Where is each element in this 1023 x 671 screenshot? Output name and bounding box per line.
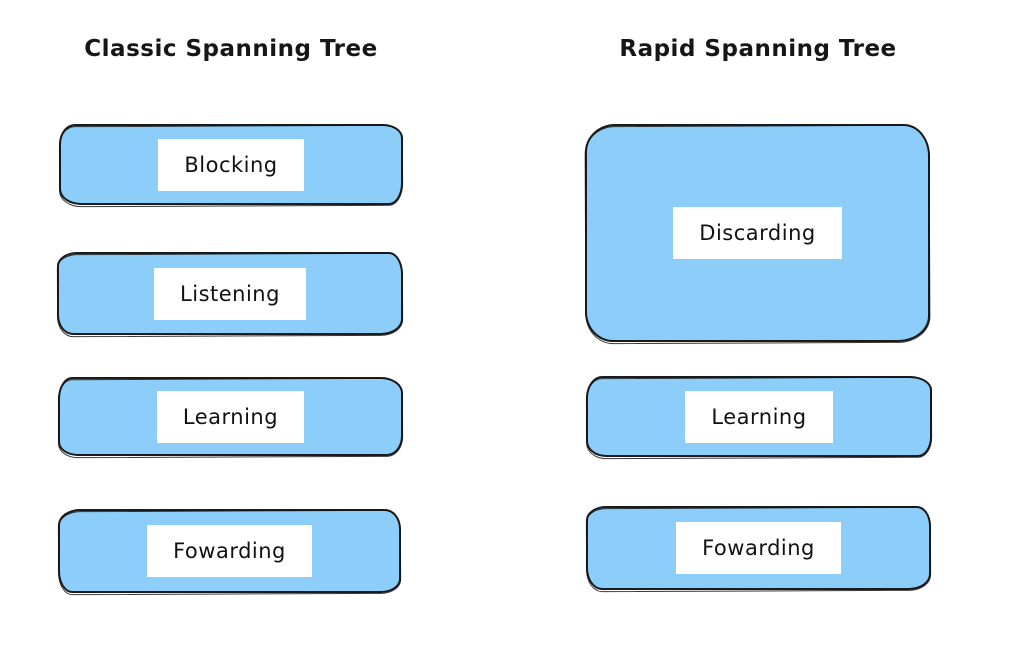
column-title-classic-spanning-tree: Classic Spanning Tree bbox=[84, 36, 378, 62]
state-box-learning-rapid: Learning bbox=[586, 376, 932, 457]
state-box-listening: Listening bbox=[57, 252, 403, 335]
state-box-learning-classic: Learning bbox=[58, 377, 403, 456]
state-box-discarding: Discarding bbox=[585, 124, 930, 342]
state-label-learning-rapid: Learning bbox=[685, 390, 833, 443]
column-title-rapid-spanning-tree: Rapid Spanning Tree bbox=[619, 36, 897, 62]
state-label-listening: Listening bbox=[154, 267, 306, 320]
state-box-fowarding-rapid: Fowarding bbox=[586, 506, 931, 590]
state-label-learning-classic: Learning bbox=[156, 390, 305, 443]
state-label-fowarding-classic: Fowarding bbox=[147, 525, 312, 577]
state-label-fowarding-rapid: Fowarding bbox=[676, 522, 841, 574]
state-label-discarding: Discarding bbox=[673, 207, 842, 259]
state-label-blocking: Blocking bbox=[158, 138, 304, 191]
state-box-fowarding-classic: Fowarding bbox=[58, 509, 401, 593]
state-box-blocking: Blocking bbox=[59, 124, 403, 205]
